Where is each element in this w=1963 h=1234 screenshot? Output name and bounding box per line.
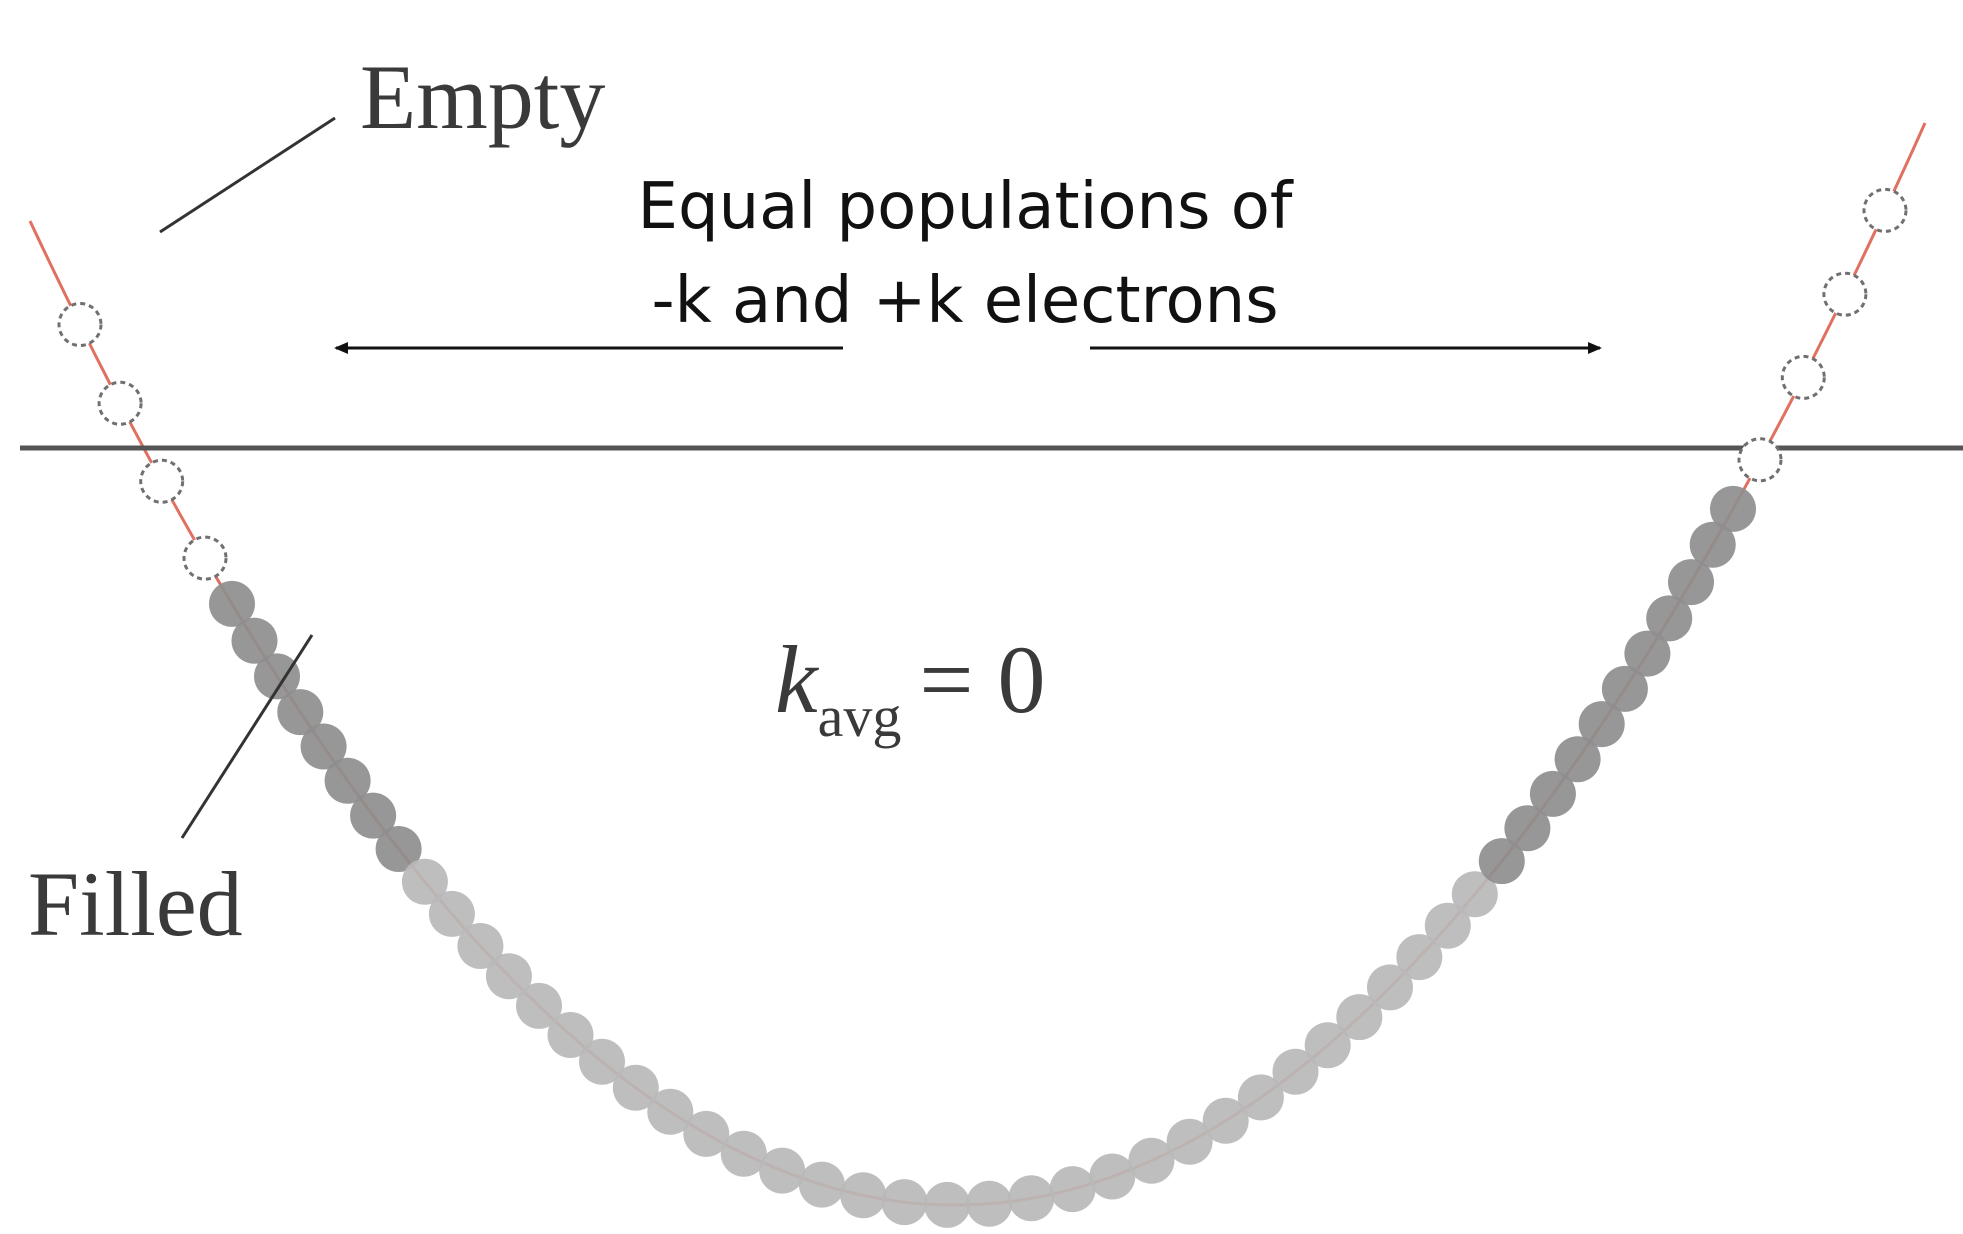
empty-leader-line [159, 116, 336, 234]
filled-state-18 [720, 1130, 767, 1177]
kavg-equation: kavg = 0 [775, 626, 1046, 749]
empty-state-0 [57, 302, 103, 347]
filled-state-34 [1336, 994, 1383, 1041]
filled-state-17 [683, 1110, 730, 1157]
filled-state-24 [966, 1180, 1013, 1227]
caption-line-2: -k and +k electrons [651, 264, 1278, 338]
filled-state-49 [1710, 485, 1756, 532]
filled-state-8 [401, 858, 448, 905]
filled-state-25 [1008, 1175, 1055, 1222]
filled-state-33 [1304, 1022, 1351, 1069]
filled-state-37 [1424, 902, 1471, 949]
caption-line-1: Equal populations of [638, 170, 1294, 244]
filled-state-42 [1554, 736, 1601, 783]
filled-state-11 [485, 953, 532, 1000]
filled-state-32 [1272, 1048, 1319, 1095]
filled-state-29 [1166, 1118, 1213, 1165]
filled-state-4 [300, 723, 347, 770]
filled-state-27 [1089, 1153, 1136, 1200]
filled-state-5 [324, 757, 371, 804]
filled-state-3 [277, 689, 324, 736]
filled-state-39 [1478, 838, 1525, 885]
filled-state-26 [1049, 1166, 1096, 1213]
kavg-subscript: avg [818, 684, 902, 749]
empty-label: Empty [360, 46, 605, 148]
filled-state-44 [1601, 665, 1648, 712]
filled-state-22 [881, 1179, 928, 1226]
filled-states-group [209, 485, 1756, 1228]
filled-state-15 [612, 1064, 659, 1111]
filled-state-23 [924, 1181, 971, 1228]
filled-state-35 [1367, 964, 1413, 1011]
filled-state-2 [254, 653, 300, 700]
filled-state-28 [1128, 1137, 1175, 1184]
filled-state-9 [428, 890, 475, 937]
filled-state-10 [457, 923, 504, 969]
empty-state-6 [1822, 271, 1868, 317]
kavg-value: = 0 [919, 626, 1045, 733]
filled-state-40 [1504, 805, 1551, 852]
filled-state-7 [375, 826, 422, 872]
kavg-symbol: k [775, 626, 820, 733]
filled-leader-line [180, 634, 314, 839]
filled-state-14 [579, 1038, 625, 1085]
filled-state-31 [1237, 1074, 1284, 1121]
filled-state-21 [840, 1172, 887, 1219]
filled-state-48 [1689, 521, 1736, 568]
filled-state-47 [1668, 559, 1714, 606]
empty-state-5 [1780, 354, 1826, 400]
filled-state-0 [209, 580, 255, 627]
filled-state-41 [1529, 770, 1576, 817]
empty-state-4 [1737, 437, 1783, 483]
filled-state-43 [1578, 701, 1625, 748]
empty-state-3 [182, 535, 228, 581]
filled-state-13 [547, 1012, 594, 1058]
empty-state-7 [1862, 187, 1908, 233]
empty-state-1 [97, 380, 143, 426]
filled-state-36 [1396, 934, 1443, 981]
empty-state-2 [139, 458, 185, 504]
filled-state-16 [647, 1088, 694, 1135]
filled-state-12 [516, 982, 562, 1029]
filled-state-20 [798, 1161, 845, 1208]
filled-state-30 [1202, 1097, 1249, 1144]
filled-state-38 [1451, 871, 1498, 918]
filled-label: Filled [28, 853, 243, 955]
filled-state-1 [231, 617, 278, 664]
filled-state-6 [350, 792, 397, 839]
filled-state-45 [1624, 630, 1671, 677]
empty-states-group [57, 187, 1908, 581]
filled-state-19 [759, 1147, 806, 1194]
filled-state-46 [1646, 595, 1693, 642]
